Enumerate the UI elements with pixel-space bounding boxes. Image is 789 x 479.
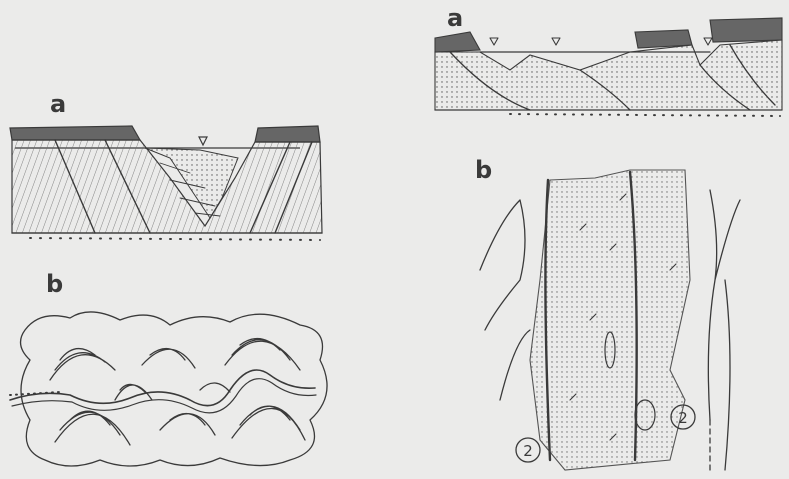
left-plan-view (0, 300, 345, 475)
panel-label-left-a: a (50, 92, 66, 116)
fill-body (435, 40, 782, 110)
panel-label-left-b: b (46, 272, 63, 296)
svg-text:2: 2 (678, 409, 688, 427)
right-cross-section (430, 10, 785, 125)
left-cross-section (0, 118, 345, 248)
circle-marker-left: 2 (516, 438, 540, 462)
caprock-left (10, 126, 140, 140)
rock-body (530, 170, 690, 470)
right-plan-view: 2 2 (470, 160, 785, 475)
water-level-marker (199, 137, 207, 145)
svg-text:2: 2 (523, 442, 533, 460)
caprock-right (255, 126, 320, 142)
